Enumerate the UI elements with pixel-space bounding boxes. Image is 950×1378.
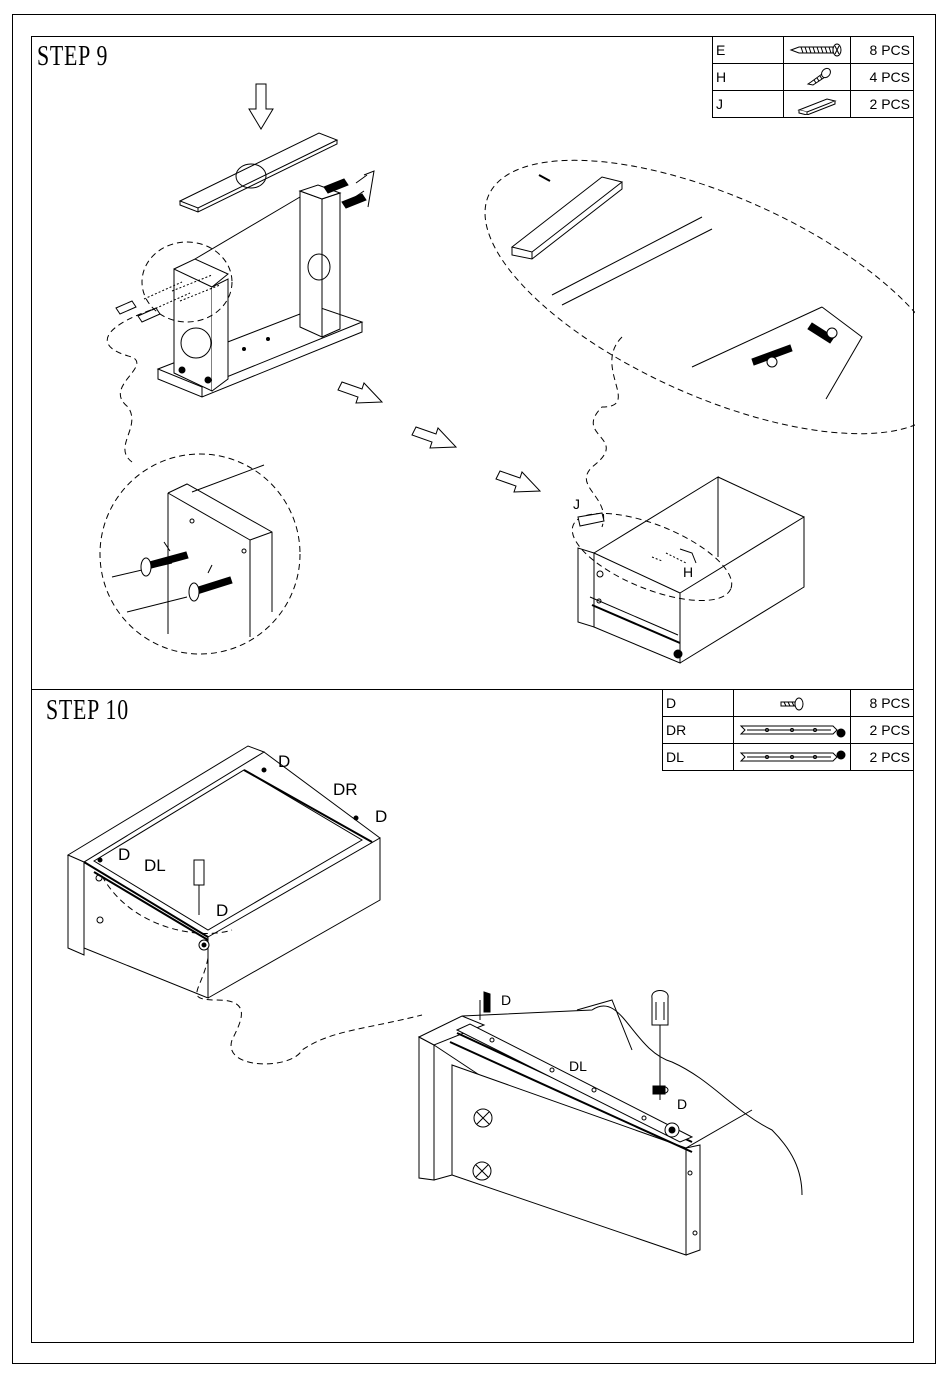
callout-d: D	[118, 845, 130, 864]
callout-dl: DL	[569, 1058, 587, 1074]
step-9-illustration: J H	[32, 37, 915, 691]
step-9-panel: STEP 9 E 8 PCS H 4 PCS J	[31, 36, 914, 690]
callout-d: D	[375, 807, 387, 826]
callout-d: D	[501, 992, 511, 1008]
down-arrow-icon	[249, 84, 273, 129]
callout-dr: DR	[333, 780, 358, 799]
callout-j: J	[573, 496, 580, 512]
right-arrow-icon	[412, 427, 456, 448]
callout-group: D DR D D DL D D DL D	[118, 752, 687, 1112]
callout-h: H	[683, 564, 693, 580]
callout-dl: DL	[144, 856, 166, 875]
right-arrow-icon	[496, 471, 540, 492]
callout-d: D	[677, 1096, 687, 1112]
step-10-illustration: D DR D D DL D D DL D	[32, 690, 915, 1344]
right-arrow-icon	[338, 382, 382, 403]
callout-d: D	[278, 752, 290, 771]
callout-d: D	[216, 901, 228, 920]
step-10-panel: STEP 10 D 8 PCS DR 2 PCS	[31, 689, 914, 1343]
